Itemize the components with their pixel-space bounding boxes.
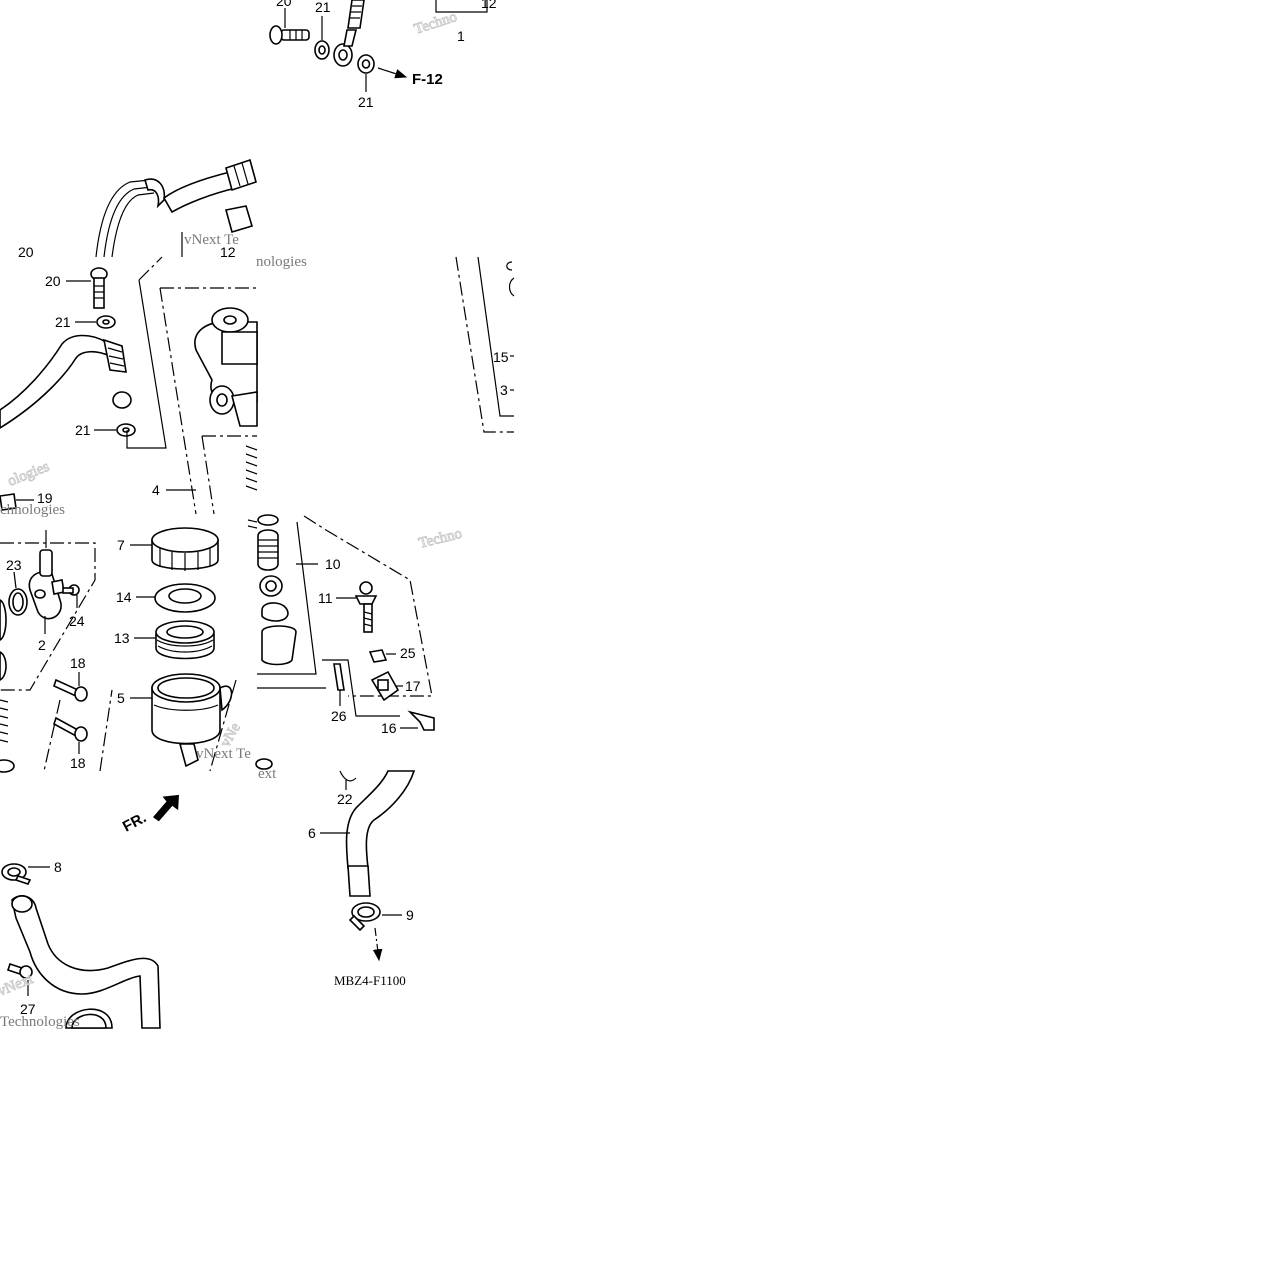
circlip (261, 602, 289, 622)
watermark-fragment: ologies (6, 459, 52, 490)
svg-text:FR.: FR. (120, 809, 149, 835)
callout-16: 16 (381, 720, 397, 736)
tile-reservoir-parts: 23 2 24 18 18 (0, 519, 273, 773)
tile-hose-clamp: 20 12 vNext Te (18, 158, 257, 260)
callout-24: 24 (69, 613, 85, 629)
clamp-8 (1, 863, 32, 885)
watermark-fragment: chnologies (0, 502, 65, 518)
callout-27: 27 (20, 1001, 36, 1017)
callout-20: 20 (276, 0, 292, 9)
clamp-12 (225, 205, 253, 234)
watermark-fragment: vNext (0, 971, 36, 1000)
spring (245, 445, 258, 491)
reservoir-cap-7 (151, 527, 219, 571)
callout-25: 25 (400, 645, 416, 661)
callout-17: 17 (405, 678, 421, 694)
bolt-20-top (269, 8, 310, 45)
watermark-fragment: Techno (417, 526, 464, 552)
pin-16 (407, 710, 435, 731)
screw-18-upper (53, 672, 88, 702)
pin-26 (333, 663, 345, 691)
callout-14: 14 (116, 589, 132, 605)
callout-15: 15 (493, 349, 509, 365)
master-cylinder-body (194, 307, 258, 427)
bracket-17 (370, 670, 400, 702)
callout-3: 3 (500, 382, 508, 398)
tile-lower-left: FR. 8 27 vNext Technologies (0, 794, 179, 1030)
reference-arrow (377, 67, 408, 79)
tile-piston-parts: 10 11 25 26 17 16 Techno ext (257, 514, 464, 782)
callout-6: 6 (308, 825, 316, 841)
callout-22: 22 (337, 791, 353, 807)
callout-7: 7 (117, 537, 125, 553)
callout-18: 18 (70, 755, 86, 771)
screw-18-lower (53, 716, 88, 754)
watermark-fragment: Technologies (0, 1014, 80, 1030)
callout-2: 2 (38, 637, 46, 653)
hose-banjo-top (333, 0, 365, 67)
bolt-11 (354, 581, 378, 633)
callout-20: 20 (45, 273, 61, 289)
joint-2 (28, 530, 65, 620)
callout-21: 21 (358, 94, 374, 110)
watermark-fragment: nologies (256, 254, 307, 270)
screw-27 (6, 962, 33, 996)
reference-label: F-12 (412, 71, 443, 88)
callout-23: 23 (6, 557, 22, 573)
callout-4: 4 (152, 482, 160, 498)
callout-12: 12 (481, 0, 497, 11)
callout-13: 13 (114, 630, 130, 646)
tile-master-cylinder: 20 21 21 4 (0, 254, 307, 518)
watermark-fragment: vNext Te (196, 746, 251, 762)
boot (261, 625, 297, 666)
plate-14 (154, 583, 216, 613)
tile-lower-right: 22 6 9 MBZ4-F1100 (308, 770, 416, 988)
front-direction-arrow: FR. (120, 794, 179, 836)
bolt-20 (90, 267, 108, 309)
callout-10: 10 (325, 556, 341, 572)
callout-5: 5 (117, 690, 125, 706)
callout-1: 1 (457, 28, 465, 44)
nut-25 (368, 649, 388, 663)
clamp-9 (348, 902, 381, 932)
watermark-fragment: vNext Te (184, 232, 239, 248)
callout-21: 21 (55, 314, 71, 330)
watermark-fragment: Techno (412, 9, 459, 38)
piston-spring (257, 514, 279, 571)
diagram-code: MBZ4-F1100 (334, 973, 406, 988)
bolt-19 (0, 493, 17, 511)
callout-21: 21 (315, 0, 331, 15)
screw-24 (62, 584, 80, 608)
tile-right-frame: 15 3 (455, 256, 515, 433)
callout-18: 18 (70, 655, 86, 671)
diaphragm-13 (155, 620, 215, 660)
callout-21: 21 (75, 422, 91, 438)
reservoir-5 (151, 673, 233, 768)
watermark-fragment: ext (258, 766, 277, 782)
callout-8: 8 (54, 859, 62, 875)
callout-12: 12 (220, 244, 236, 260)
tile-top-hose-end: 20 21 21 F-12 1 12 Techno (269, 0, 497, 110)
hose-6 (345, 770, 416, 869)
callout-9: 9 (406, 907, 414, 923)
callout-20: 20 (18, 244, 34, 260)
callout-11: 11 (318, 590, 333, 606)
callout-26: 26 (331, 708, 347, 724)
callout-19: 19 (37, 490, 53, 506)
